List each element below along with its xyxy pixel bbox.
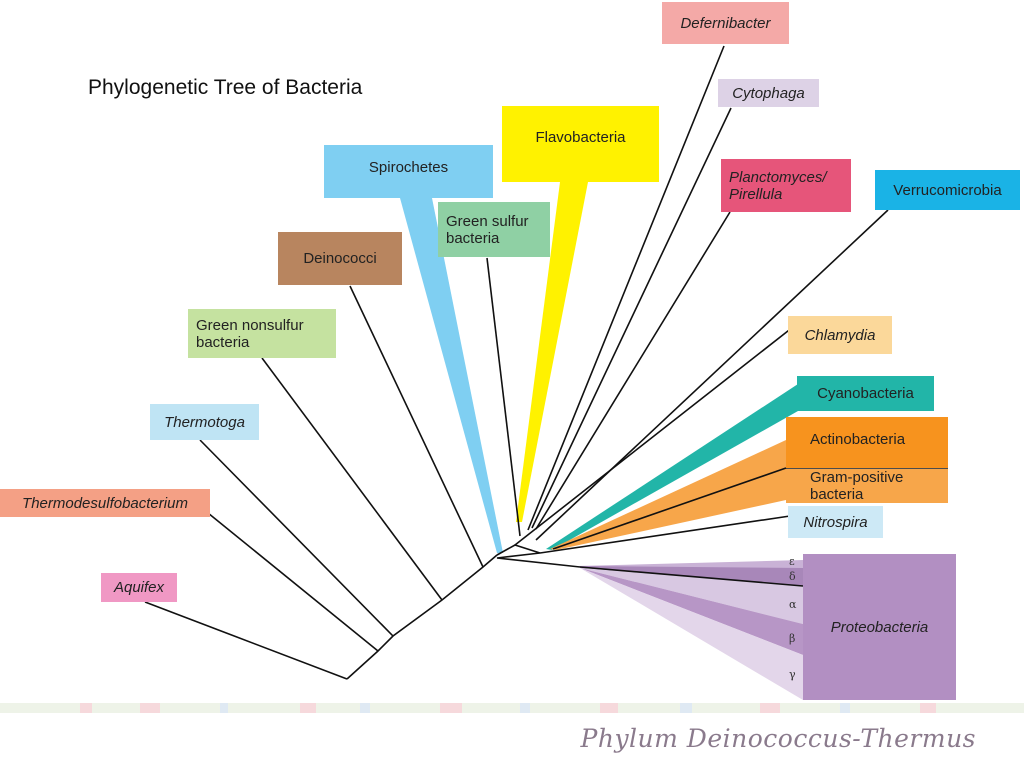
branch-verrucomicrobia <box>535 209 889 541</box>
branch-cytophaga <box>531 107 732 529</box>
taxon-deinococci-text: Deinococci <box>303 250 377 267</box>
taxon-verrucomicrobia: Verrucomicrobia <box>875 170 1020 210</box>
actinobacteria-wedge <box>550 440 786 550</box>
branch-deinococci <box>349 285 484 568</box>
taxon-planctomyces: Planctomyces/ Pirellula <box>721 159 851 212</box>
branch-defernibacter <box>527 45 725 531</box>
taxon-green-sulfur-text-1: Green sulfur <box>446 212 529 230</box>
taxon-cyanobacteria-text: Cyanobacteria <box>817 385 914 402</box>
taxon-actinobacteria: Actinobacteria <box>786 417 948 468</box>
branch-thermotoga <box>199 439 394 637</box>
subgroup-gamma: γ <box>789 668 796 681</box>
taxon-green-sulfur: Green sulfur bacteria <box>438 202 550 257</box>
branch-thermodesulfobacterium <box>207 512 379 652</box>
taxon-gram-positive: Gram-positive bacteria <box>786 469 948 503</box>
taxon-aquifex-text: Aquifex <box>113 579 165 596</box>
taxon-thermodesulfobacterium: Thermodesulfobacterium <box>0 489 210 517</box>
proteobacteria-wedge-epsilon <box>578 560 803 568</box>
taxon-planctomyces-text-2: Pirellula <box>729 185 783 203</box>
taxon-chlamydia: Chlamydia <box>788 316 892 354</box>
branch-chlamydia <box>514 326 794 546</box>
taxon-gram-positive-lines: Gram-positive bacteria <box>810 469 903 503</box>
taxon-defernibacter: Defernibacter <box>662 2 789 44</box>
taxon-flavobacteria-text: Flavobacteria <box>535 128 626 146</box>
taxon-planctomyces-text-1: Planctomyces/ <box>729 168 827 186</box>
taxon-planctomyces-lines: Planctomyces/ Pirellula <box>729 169 827 203</box>
subgroup-epsilon: ε <box>789 555 795 568</box>
taxon-deinococci: Deinococci <box>278 232 402 285</box>
taxon-proteobacteria: Proteobacteria <box>803 554 956 700</box>
taxon-green-sulfur-text-2: bacteria <box>446 229 500 247</box>
taxon-thermotoga: Thermotoga <box>150 404 259 440</box>
branch-planctomyces <box>535 211 731 530</box>
taxon-chlamydia-text: Chlamydia <box>804 326 876 344</box>
branch-green-nonsulfur <box>261 357 443 601</box>
cyanobacteria-wedge <box>546 384 798 550</box>
taxon-spirochetes: Spirochetes <box>324 145 493 198</box>
branch-aquifex <box>144 601 348 680</box>
flavobacteria-wedge <box>516 182 588 522</box>
branch-trunk <box>346 554 498 680</box>
taxon-green-nonsulfur: Green nonsulfur bacteria <box>188 309 336 358</box>
taxon-gram-positive-text-2: bacteria <box>810 486 864 503</box>
subgroup-alpha: α <box>789 598 797 611</box>
taxon-cytophaga-text: Cytophaga <box>732 84 805 102</box>
branch-nitrospira <box>539 515 791 554</box>
taxon-green-sulfur-lines: Green sulfur bacteria <box>446 213 529 247</box>
taxon-thermotoga-text: Thermotoga <box>164 413 245 431</box>
taxon-cyanobacteria: Cyanobacteria <box>797 376 934 411</box>
tree-branches <box>144 45 948 680</box>
taxon-defernibacter-text: Defernibacter <box>680 14 771 32</box>
footer-title: Phylum Deinococcus-Thermus <box>580 724 976 753</box>
taxon-thermodesulfobacterium-text: Thermodesulfobacterium <box>22 494 188 512</box>
taxon-aquifex: Aquifex <box>101 573 177 602</box>
taxon-gram-positive-text-1: Gram-positive <box>810 469 904 486</box>
subgroup-beta: β <box>789 632 796 645</box>
taxon-cytophaga: Cytophaga <box>718 79 819 107</box>
taxon-nitrospira: Nitrospira <box>788 506 883 538</box>
taxon-flavobacteria: Flavobacteria <box>502 106 659 182</box>
subgroup-delta: δ <box>789 570 796 583</box>
spirochetes-wedge <box>400 198 503 553</box>
branch-root-join <box>496 544 581 568</box>
footer-decorative-band <box>0 703 1024 713</box>
taxon-spirochetes-text: Spirochetes <box>368 159 449 176</box>
proteobacteria-wedge-gamma <box>580 568 803 700</box>
branch-proteobacteria-delta <box>579 566 804 587</box>
taxon-verrucomicrobia-text: Verrucomicrobia <box>893 181 1002 199</box>
taxon-green-nonsulfur-lines: Green nonsulfur bacteria <box>196 317 304 351</box>
page-title: Phylogenetic Tree of Bacteria <box>88 76 363 99</box>
taxon-green-nonsulfur-text-1: Green nonsulfur <box>196 316 304 334</box>
taxon-actinobacteria-text: Actinobacteria <box>810 431 906 448</box>
taxon-proteobacteria-text: Proteobacteria <box>830 618 929 636</box>
branch-green-sulfur <box>486 257 521 537</box>
branch-gram-positive-divider <box>552 467 787 550</box>
taxon-green-nonsulfur-text-2: bacteria <box>196 333 250 351</box>
taxon-nitrospira-text: Nitrospira <box>803 513 868 531</box>
